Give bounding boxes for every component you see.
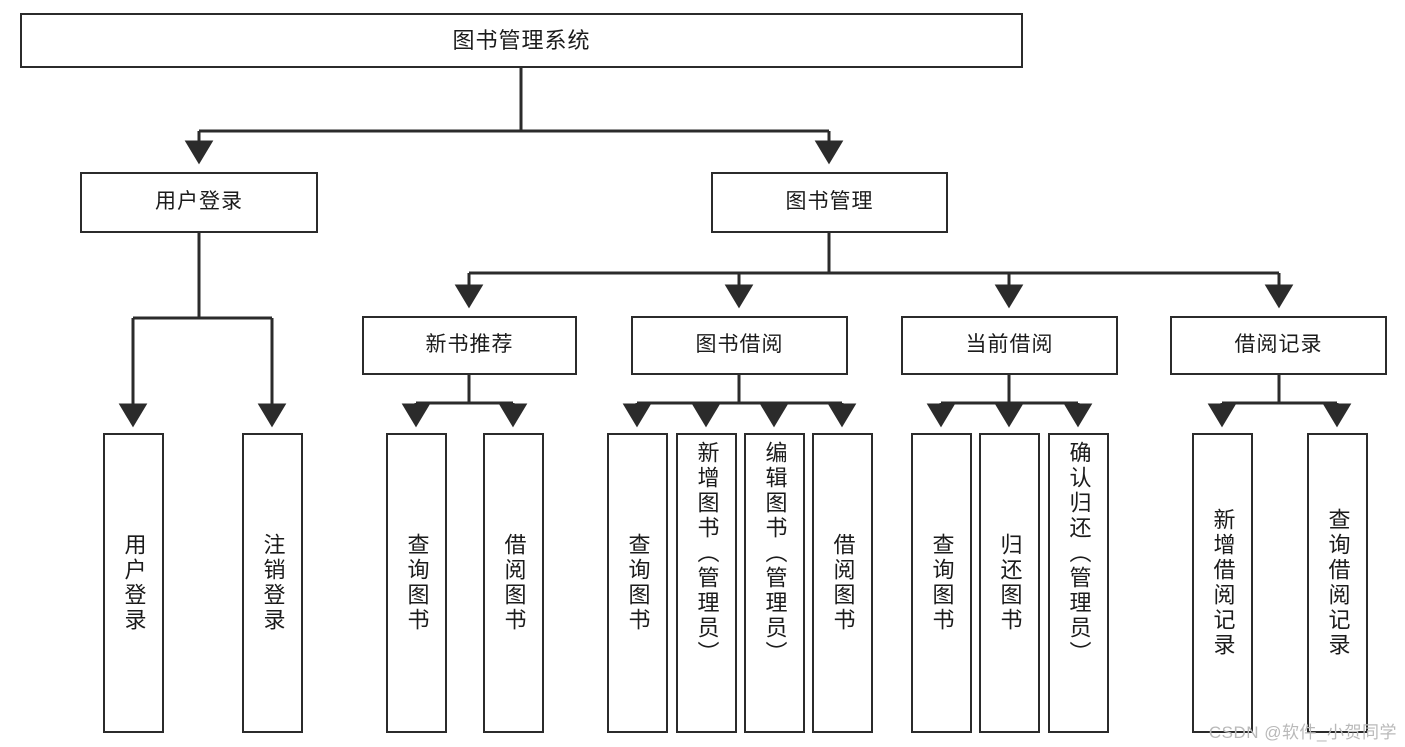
leaf-current-borrow-return[interactable]: 归还图书 [979,433,1040,733]
node-new-book-recommend[interactable]: 新书推荐 [362,316,577,375]
node-borrow-record[interactable]: 借阅记录 [1170,316,1387,375]
node-label: 借阅记录 [1234,333,1323,357]
node-label: 查询图书 [929,533,955,633]
watermark: CSDN @软件_小贺同学 [1208,723,1397,742]
leaf-user-login-login[interactable]: 用户登录 [103,433,164,733]
node-label: 新增图书（管理员） [694,441,720,666]
leaf-borrow-record-query[interactable]: 查询借阅记录 [1307,433,1368,733]
node-label: 图书管理 [785,190,874,214]
node-label: 借阅图书 [830,533,856,633]
node-label: 借阅图书 [501,533,527,633]
leaf-book-borrow-borrow[interactable]: 借阅图书 [812,433,873,733]
node-label: 新书推荐 [425,333,514,357]
node-label: 图书管理系统 [452,27,591,53]
node-label: 确认归还（管理员） [1066,441,1092,666]
node-root-system[interactable]: 图书管理系统 [20,13,1023,68]
node-label: 编辑图书（管理员） [762,441,788,666]
node-current-borrow[interactable]: 当前借阅 [901,316,1118,375]
leaf-book-borrow-add[interactable]: 新增图书（管理员） [676,433,737,733]
node-label: 新增借阅记录 [1210,508,1236,658]
node-label: 用户登录 [121,533,147,633]
leaf-book-borrow-query[interactable]: 查询图书 [607,433,668,733]
node-label: 图书借阅 [695,333,784,357]
node-label: 注销登录 [260,533,286,633]
node-label: 查询图书 [404,533,430,633]
node-book-borrow[interactable]: 图书借阅 [631,316,848,375]
leaf-book-borrow-edit[interactable]: 编辑图书（管理员） [744,433,805,733]
leaf-current-borrow-query[interactable]: 查询图书 [911,433,972,733]
leaf-new-book-query[interactable]: 查询图书 [386,433,447,733]
node-label: 用户登录 [155,190,243,214]
leaf-user-login-logout[interactable]: 注销登录 [242,433,303,733]
node-label: 当前借阅 [965,333,1054,357]
node-label: 查询图书 [625,533,651,633]
node-book-management[interactable]: 图书管理 [711,172,948,233]
leaf-new-book-borrow[interactable]: 借阅图书 [483,433,544,733]
node-user-login[interactable]: 用户登录 [80,172,318,233]
node-label: 查询借阅记录 [1325,508,1351,658]
leaf-borrow-record-add[interactable]: 新增借阅记录 [1192,433,1253,733]
leaf-current-borrow-confirm-return[interactable]: 确认归还（管理员） [1048,433,1109,733]
node-label: 归还图书 [997,533,1023,633]
